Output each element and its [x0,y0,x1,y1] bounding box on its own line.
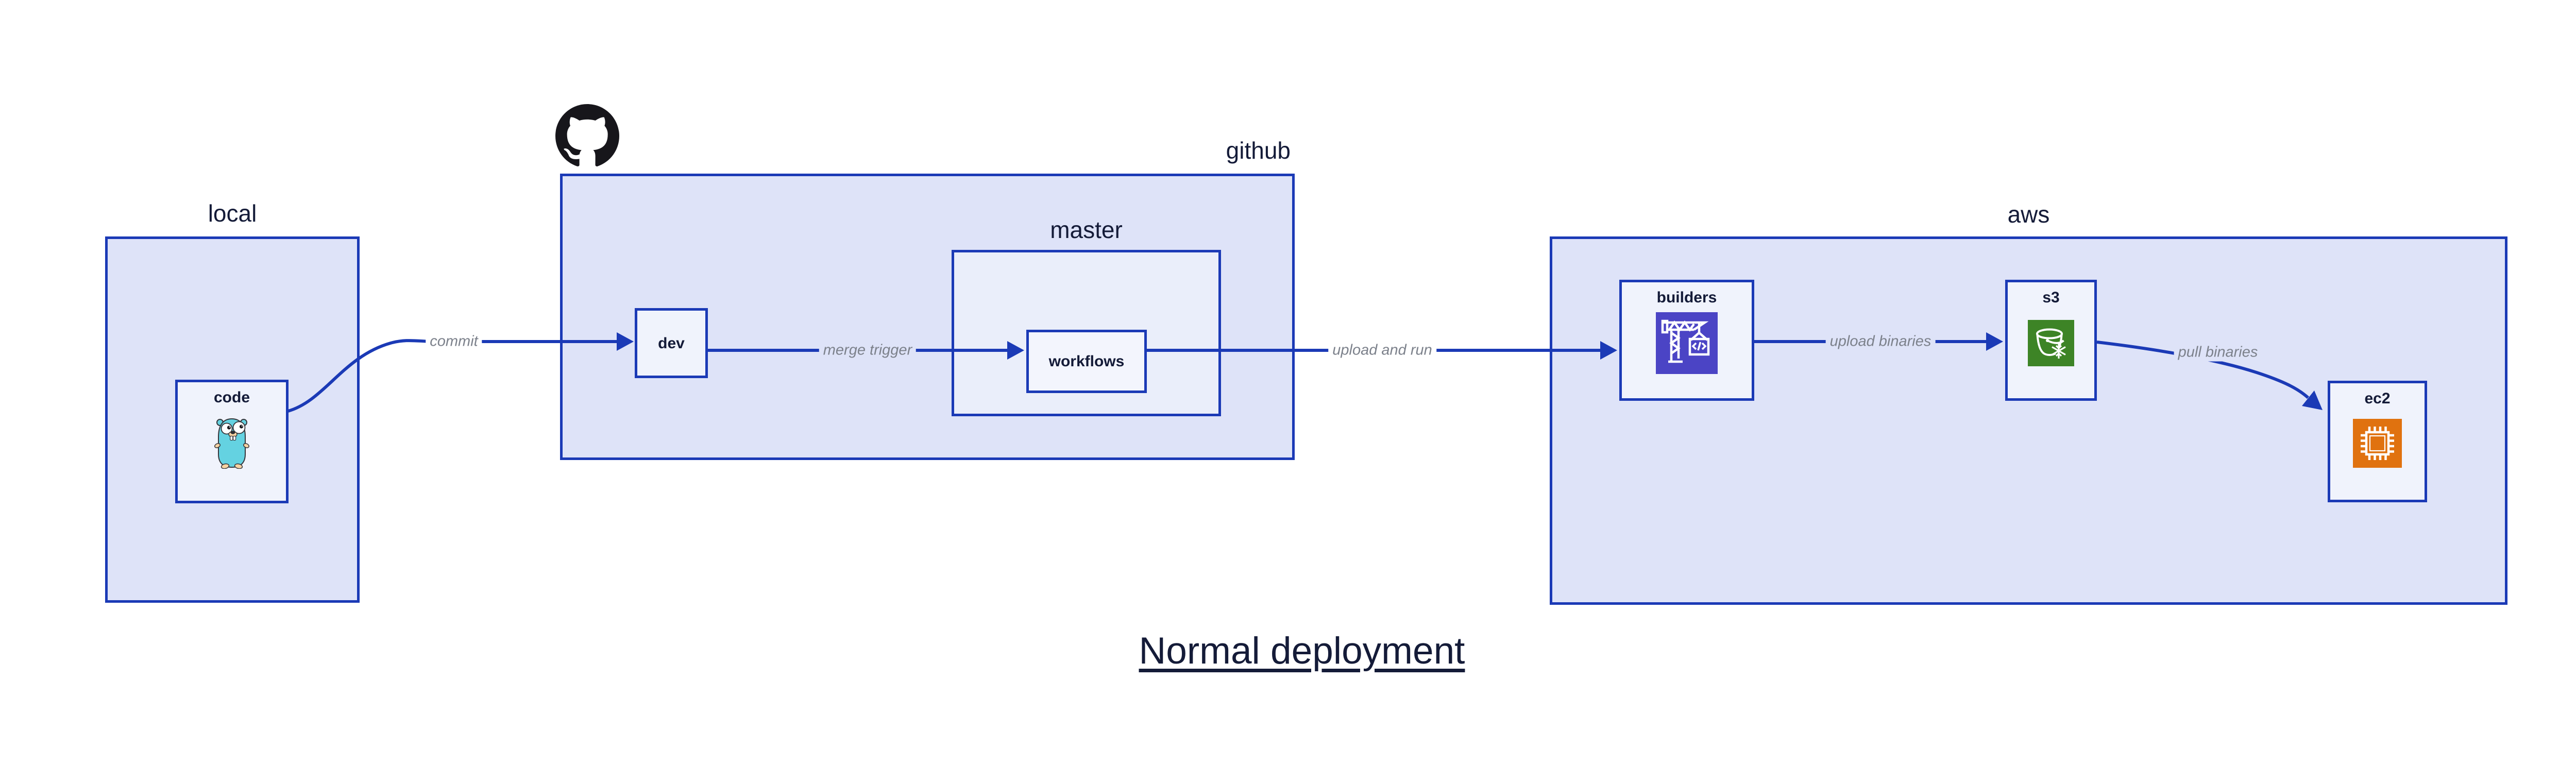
edge-merge-trigger-label: merge trigger [819,341,917,360]
node-code-label: code [213,389,250,406]
node-ec2: ec2 [2328,381,2427,502]
diagram-title: Normal deployment [0,630,2576,672]
edge-commit-label: commit [426,332,482,351]
group-aws-label: aws [2007,201,2050,228]
group-master-label: master [1050,216,1123,243]
diagram-title-text: Normal deployment [1139,630,1465,672]
node-ec2-label: ec2 [2364,390,2391,407]
node-builders-label: builders [1656,289,1717,306]
edge-upload-binaries-label: upload binaries [1825,332,1936,351]
node-s3-label: s3 [2042,289,2060,306]
node-workflows-label: workflows [1048,353,1125,370]
edge-upload-and-run-label: upload and run [1328,341,1436,360]
group-local-label: local [208,200,257,227]
node-code: code [175,380,289,503]
group-github-label: github [1226,137,1291,164]
edge-pull-binaries-label: pull binaries [2174,343,2262,362]
codebuild-crane-icon [1656,312,1718,374]
node-s3: s3 [2005,280,2097,401]
node-workflows: workflows [1026,330,1147,393]
ec2-chip-icon [2353,419,2402,468]
github-octocat-icon [555,104,619,166]
node-builders: builders [1619,280,1754,401]
node-dev: dev [635,308,708,378]
s3-glacier-bucket-icon [2028,320,2074,366]
node-dev-label: dev [658,334,685,352]
go-gopher-icon [214,418,249,469]
